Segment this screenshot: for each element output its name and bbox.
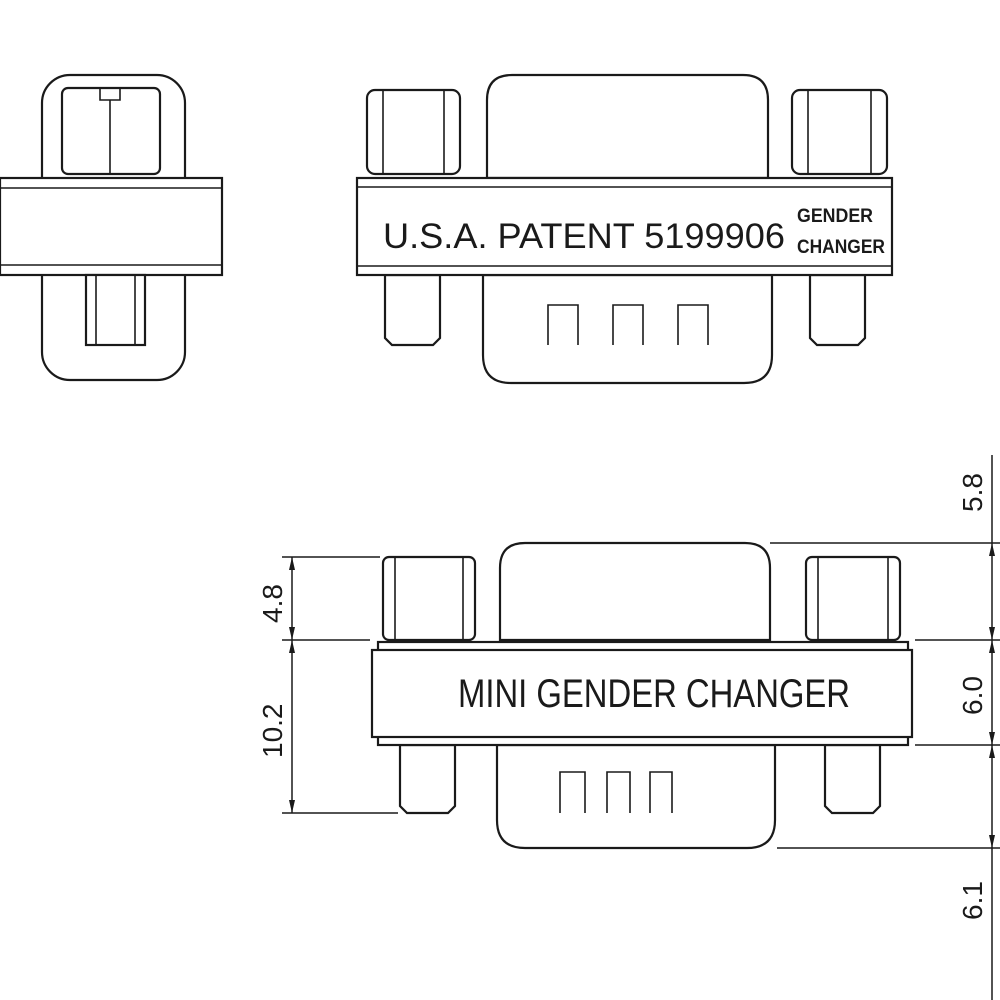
dimension-lines — [282, 455, 1000, 1000]
side-view — [0, 73, 224, 382]
dim-6-1: 6.1 — [957, 881, 988, 920]
gender-label: GENDER — [797, 206, 873, 227]
patent-label: U.S.A. PATENT 5199906 — [383, 217, 785, 256]
dim-5-8: 5.8 — [957, 473, 988, 512]
dim-4-8: 4.8 — [257, 584, 288, 623]
top-view: U.S.A. PATENT 5199906 GENDER CHANGER — [355, 73, 894, 385]
dim-10-2: 10.2 — [257, 704, 288, 759]
front-view: MINI GENDER CHANGER — [370, 541, 914, 850]
changer-label: CHANGER — [797, 237, 885, 258]
dim-6-0: 6.0 — [957, 676, 988, 715]
mini-gender-changer-label: MINI GENDER CHANGER — [458, 672, 850, 716]
dimension-labels: 4.8 10.2 5.8 6.0 6.1 — [257, 473, 988, 920]
